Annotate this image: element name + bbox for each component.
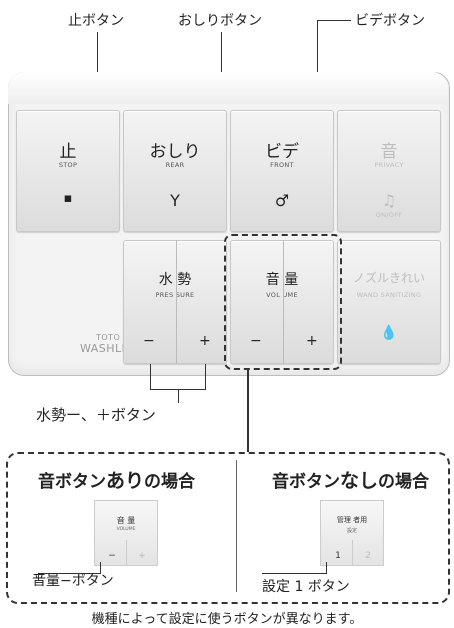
mini-volume-minus: − [108,551,116,561]
volume-label: 音 量 [265,272,299,288]
pressure-divider [176,240,177,364]
bidet-leader-line-h [317,20,351,21]
volume-plus-button[interactable]: + [306,333,318,349]
volume-divider [283,240,284,364]
volume-minus-callout: 音量−ボタン [32,573,114,589]
setting-1-callout: 設定 1 ボタン [262,579,350,595]
wand-sanitizing-button[interactable]: ノズルきれい WAND SANITIZING 💧 [337,240,441,364]
panel-top-edge [8,72,448,104]
pressure-bracket-stem [178,389,179,403]
pressure-plus-leader [205,364,206,390]
with-sound-heading: 音ボタンありの場合 [38,470,196,492]
variants-box [6,452,450,604]
without-sound-heading: 音ボタンなしの場合 [272,470,430,492]
wand-sanitizing-label: ノズルきれい [352,271,425,285]
mini-setting-2: 2 [365,551,371,561]
pressure-plus-button[interactable]: + [199,333,211,349]
without-sound-leader-h [262,573,327,574]
water-drop-icon: 💧 [380,325,398,341]
rear-label: おしり [149,142,201,162]
volume-minus-button[interactable]: − [250,333,262,349]
with-sound-leader-h [38,573,101,574]
music-note-icon: ♫ [381,191,397,210]
wand-sanitizing-sublabel: WAND SANITIZING [356,291,422,299]
pressure-label: 水 勢 [158,272,192,288]
rear-button[interactable]: おしり REAR Y [123,110,227,232]
pressure-sublabel: PRES SURE [155,291,195,299]
privacy-label: 音 [380,142,398,162]
with-sound-leader-v [100,562,101,574]
front-label: ビデ [265,142,299,162]
without-sound-mini-divider [352,540,353,566]
volume-sublabel: VOL UME [266,291,298,299]
stop-sublabel: STOP [58,161,78,169]
front-sublabel: FRONT [270,161,294,169]
oshiri-button-callout: おしりボタン [178,13,262,29]
bidet-button-callout: ビデボタン [355,13,425,29]
volume-button: 音 量 VOL UME − + [230,240,334,364]
volume-highlight-box [224,234,342,370]
rear-sublabel: REAR [165,161,185,169]
stop-label: 止 [59,142,77,162]
footnote: 機種によって設定に使うボタンが異なります。 [91,612,363,627]
pressure-minus-leader [150,364,151,390]
stop-button[interactable]: 止 STOP ▪ [16,110,120,232]
mini-setting-1: 1 [335,551,341,561]
pressure-minus-button[interactable]: − [143,333,155,349]
front-spray-icon: ♂ [274,191,290,210]
toto-washlet-logo: TOTO WASHLET [80,333,137,355]
privacy-sublabel: PRIVACY [374,161,404,169]
with-sound-leader-tick [38,573,39,581]
volume-connector-line [247,370,249,452]
pressure-callout: 水勢ー、＋ボタン [36,406,156,424]
pressure-button: 水 勢 PRES SURE − + [123,240,227,364]
without-sound-leader-v [326,562,327,574]
privacy-button[interactable]: 音 PRIVACY ♫ ON/OFF [337,110,441,232]
stop-button-callout: 止ボタン [68,13,124,29]
variants-divider [236,460,237,592]
privacy-onoff-label: ON/OFF [375,211,403,219]
rear-spray-icon: Y [170,191,180,210]
mini-volume-plus: + [138,551,146,561]
stop-icon: ▪ [63,191,73,206]
front-button[interactable]: ビデ FRONT ♂ [230,110,334,232]
with-sound-mini-divider [126,540,127,566]
